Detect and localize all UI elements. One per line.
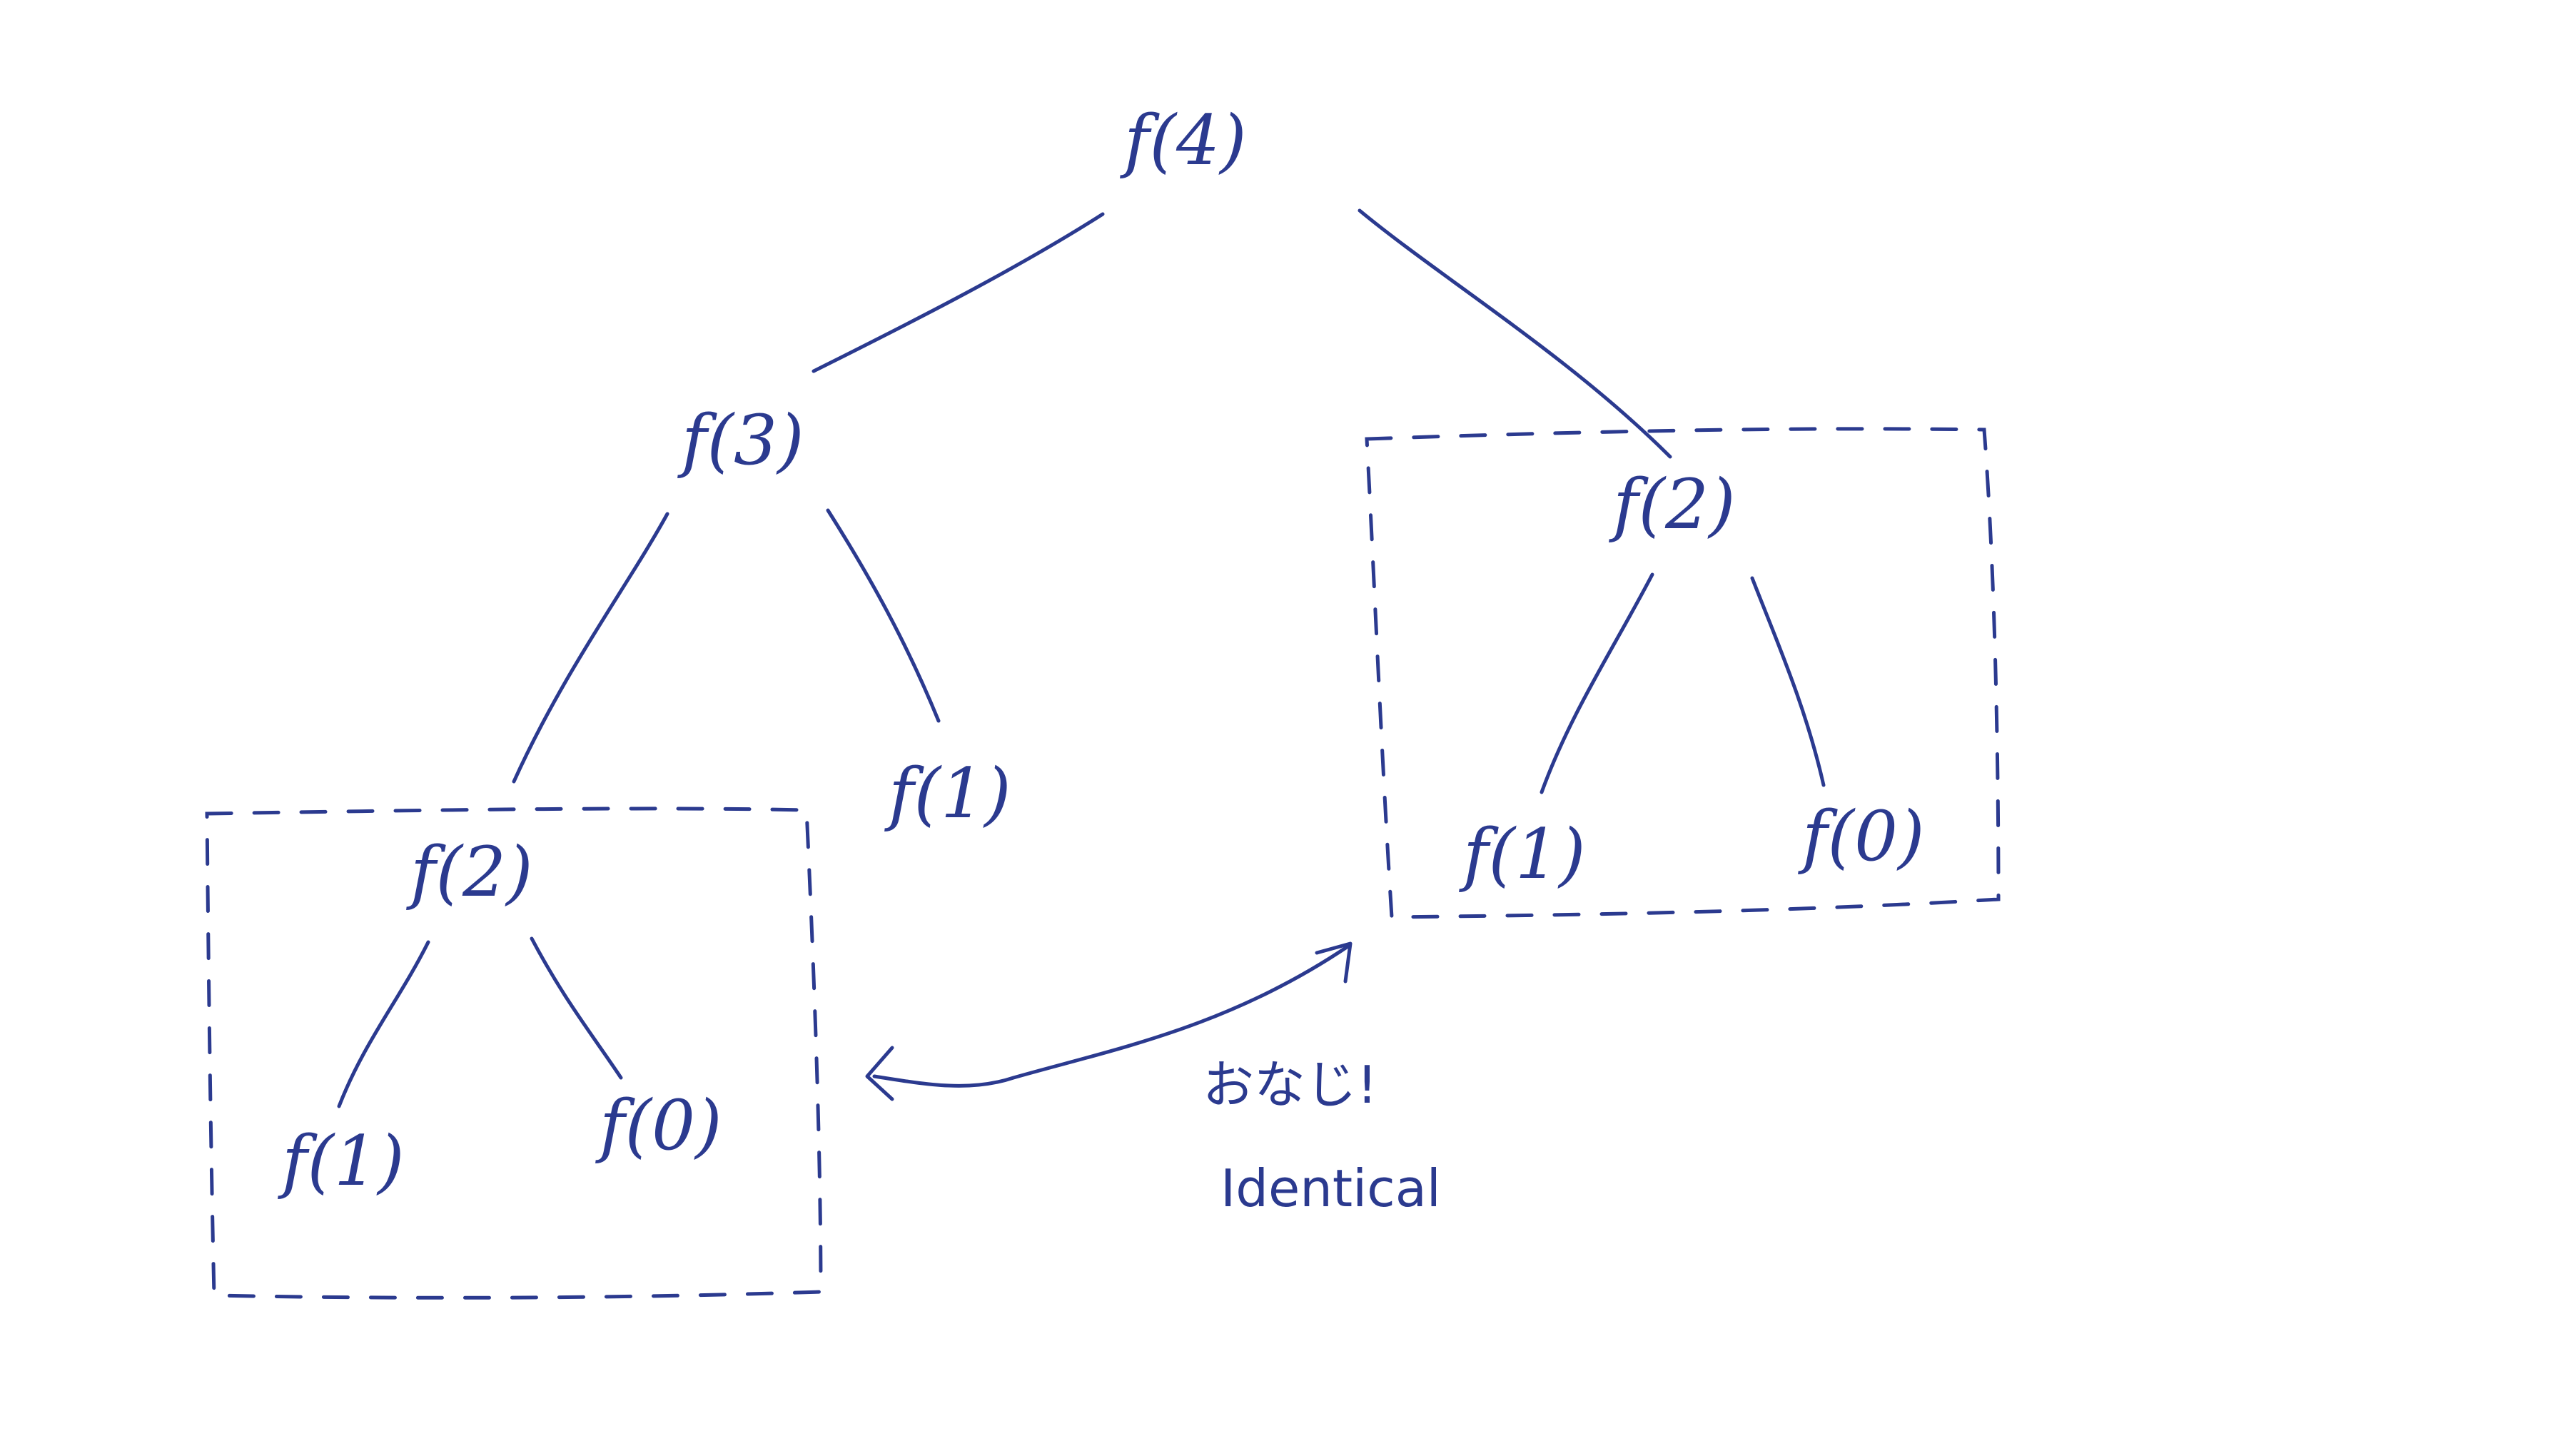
node-left-f1: f(1) [278, 1121, 405, 1201]
left-dashed-box [205, 807, 823, 1300]
annotation-english: Identical [1220, 1158, 1441, 1218]
node-f3: f(3) [677, 400, 804, 480]
right-dashed-box [1365, 427, 2001, 919]
node-left-f2: f(2) [406, 832, 533, 912]
node-left-f0: f(0) [595, 1086, 722, 1166]
edge-f3-f1 [826, 508, 941, 723]
tree-nodes: f(4) f(3) f(2) f(2) f(1) f(1) f(0) f(1) … [278, 101, 1925, 1201]
edge-left-f2-f1 [337, 940, 430, 1108]
node-right-f0: f(0) [1798, 797, 1925, 876]
arrow-head-left [865, 1046, 894, 1101]
annotation-japanese: おなじ! [1203, 1055, 1377, 1115]
node-right-f1: f(1) [1459, 814, 1586, 894]
edge-right-f2-f0 [1750, 576, 1826, 787]
highlight-boxes [205, 427, 2001, 1300]
edge-right-f2-f1 [1540, 572, 1654, 794]
arrow-head-right [1315, 941, 1353, 984]
tree-edges [337, 208, 1826, 1108]
edge-f4-f2 [1358, 208, 1672, 459]
edge-left-f2-f0 [530, 936, 623, 1080]
node-f1-middle: f(1) [884, 754, 1011, 834]
identical-arrow [865, 941, 1353, 1101]
annotation: おなじ! Identical [1203, 1055, 1441, 1218]
node-root: f(4) [1120, 101, 1247, 181]
arrow-curve [872, 944, 1351, 1088]
node-right-f2: f(2) [1609, 465, 1736, 545]
edge-f3-f2 [512, 512, 669, 784]
edge-f4-f3 [812, 212, 1105, 373]
